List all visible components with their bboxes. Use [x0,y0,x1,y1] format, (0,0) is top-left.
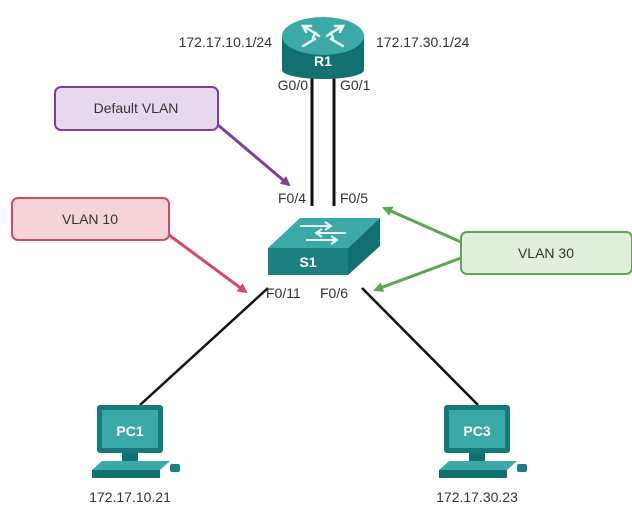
pc1-name: PC1 [116,423,143,439]
callout-default-vlan: Default VLAN [54,86,291,187]
link-s1-pc1 [139,287,269,406]
links [139,78,479,406]
callout-vlan10: VLAN 10 [11,197,248,294]
switch-port-f0-6: F0/6 [320,285,348,301]
arrow-vlan10 [168,233,248,294]
callout-vlan30-label: VLAN 30 [518,245,574,261]
router-port-g0-1: G0/1 [340,77,371,93]
switch-s1[interactable]: S1 [268,218,380,275]
router-arrows-icon [300,24,346,48]
router-ip-left: 172.17.10.1/24 [179,34,273,50]
arrow-default-vlan [217,123,291,187]
switch-port-f0-4: F0/4 [278,190,306,206]
router-ip-right: 172.17.30.1/24 [376,34,470,50]
switch-port-f0-5: F0/5 [340,190,368,206]
router-name: R1 [314,53,332,69]
pc1[interactable]: PC1 [92,405,180,478]
arrow-vlan30-f0-5 [382,206,462,244]
link-s1-pc3 [361,287,479,406]
arrow-vlan30-f0-6 [373,256,462,292]
router-port-g0-0: G0/0 [278,77,309,93]
pc3-ip: 172.17.30.23 [436,489,518,505]
callout-default-vlan-label: Default VLAN [94,100,179,116]
router-r1[interactable]: R1 [282,17,364,79]
pc3-name: PC3 [463,423,490,439]
switch-arrows-icon [300,221,346,245]
switch-name: S1 [299,254,316,270]
callout-vlan10-label: VLAN 10 [62,211,118,227]
callout-vlan30: VLAN 30 [373,206,632,292]
switch-port-f0-11: F0/11 [266,285,301,301]
pc1-ip: 172.17.10.21 [89,489,171,505]
pc3[interactable]: PC3 [439,405,527,478]
